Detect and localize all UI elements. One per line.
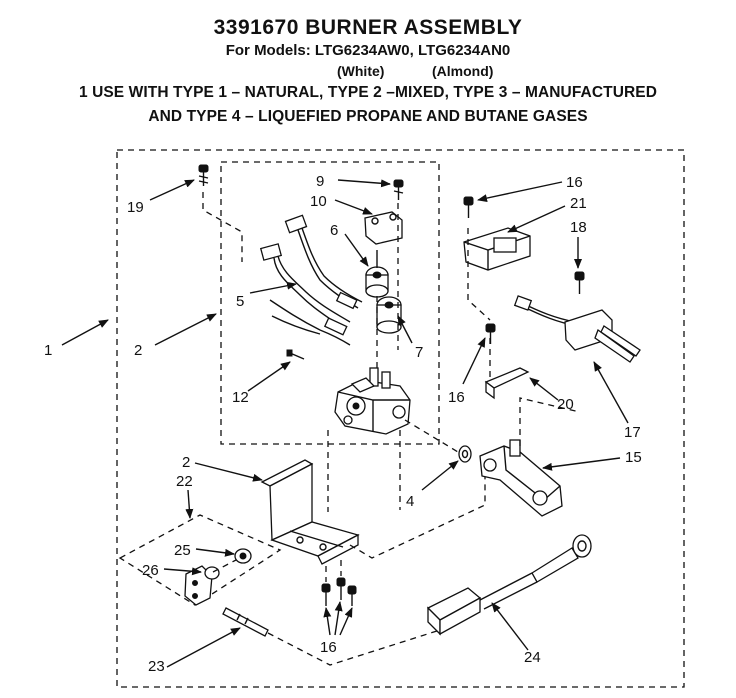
igniter-17 <box>513 295 641 363</box>
igniter-clamp-26 <box>184 565 220 606</box>
callout-18: 18 <box>570 219 587 236</box>
valve-subassembly-boundary <box>220 161 440 445</box>
mounting-bracket-2 <box>260 459 360 565</box>
screw-9 <box>393 179 404 200</box>
callout-17: 17 <box>624 424 641 441</box>
igniter-nut-25 <box>234 548 252 564</box>
callout-16-lower: 16 <box>320 639 337 656</box>
solenoid-coil-7 <box>376 296 402 334</box>
callout-12: 12 <box>232 389 249 406</box>
color-almond-label: (Almond) <box>432 63 494 79</box>
screw-19-leader-path <box>202 192 243 262</box>
screw-16-mid <box>485 323 496 344</box>
igniter-rod-23 <box>222 607 269 637</box>
igniter-kit-boundary <box>118 514 282 606</box>
callout-19: 19 <box>127 199 144 216</box>
usage-note-line-2: AND TYPE 4 – LIQUEFIED PROPANE AND BUTAN… <box>148 108 588 125</box>
orifice-washer-4 <box>458 445 472 463</box>
callout-15: 15 <box>625 449 642 466</box>
bracket-to-burner-path <box>349 470 486 559</box>
callout-26: 26 <box>142 562 159 579</box>
callout-labels: 1 2 19 9 10 6 5 7 12 16 21 18 16 20 17 1… <box>44 173 642 675</box>
callout-21: 21 <box>570 195 587 212</box>
usage-note-line-1: 1 USE WITH TYPE 1 – NATURAL, TYPE 2 –MIX… <box>78 84 658 101</box>
burner-15 <box>479 439 563 517</box>
screw-19 <box>198 164 209 186</box>
rod-to-tube-path <box>267 620 441 666</box>
callout-7: 7 <box>415 344 423 361</box>
callout-25: 25 <box>174 542 191 559</box>
callout-20: 20 <box>557 396 574 413</box>
callout-4: 4 <box>406 493 414 510</box>
valve-to-orifice-path <box>404 419 459 453</box>
igniter-kit-path <box>212 559 237 573</box>
assembly-boundary <box>116 149 685 688</box>
callout-10: 10 <box>310 193 327 210</box>
color-white-label: (White) <box>337 63 385 79</box>
bracket-20 <box>484 367 530 400</box>
solenoid-coil-6 <box>365 250 389 298</box>
burner-tube-24 <box>426 534 592 636</box>
callout-6: 6 <box>330 222 338 239</box>
screw-16-top <box>463 196 474 218</box>
flame-sensor-21 <box>463 227 531 271</box>
models-line: For Models: LTG6234AW0, LTG6234AN0 <box>225 42 511 59</box>
callout-5: 5 <box>236 293 244 310</box>
callout-23: 23 <box>148 658 165 675</box>
callout-2-lower: 2 <box>182 454 190 471</box>
callout-9: 9 <box>316 173 324 190</box>
gas-valve-body <box>334 367 411 435</box>
coil-bracket-10 <box>364 211 403 245</box>
callout-16-mid: 16 <box>448 389 465 406</box>
callout-22: 22 <box>176 473 193 490</box>
burner-bracket-path <box>519 397 581 446</box>
callout-2-upper: 2 <box>134 342 142 359</box>
diagram-title: 3391670 BURNER ASSEMBLY <box>213 16 523 39</box>
screw-top-path <box>467 228 491 321</box>
screw-18 <box>574 271 585 294</box>
callout-1: 1 <box>44 342 52 359</box>
callout-16-top: 16 <box>566 174 583 191</box>
screw-12 <box>286 349 305 360</box>
callout-leaders <box>61 179 629 668</box>
callout-24: 24 <box>524 649 541 666</box>
screw-set-16-lower <box>321 577 357 606</box>
wire-harness-5 <box>259 214 363 346</box>
